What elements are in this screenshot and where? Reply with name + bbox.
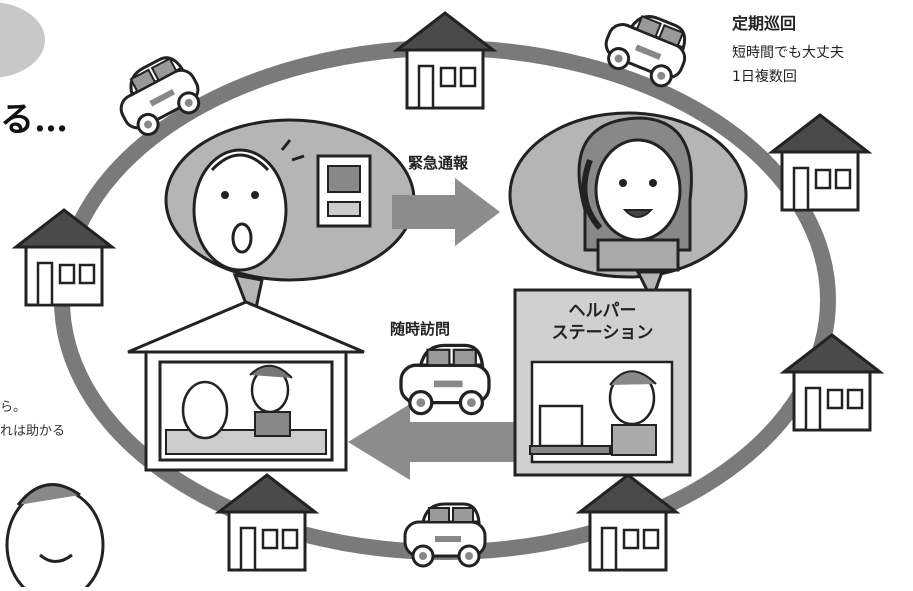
- visit-car-icon: [399, 343, 491, 416]
- operator-face-icon: [577, 116, 693, 272]
- car-icon: [106, 47, 210, 144]
- emergency-call-arrow: [392, 178, 500, 246]
- speech-blob-fragment: [0, 2, 45, 78]
- station-label-line-1: ヘルパー: [568, 301, 637, 321]
- on-demand-visit-arrow: [348, 404, 518, 480]
- house-icon: [782, 333, 882, 432]
- house-icon: [217, 473, 317, 572]
- house-icon: [578, 473, 678, 572]
- elder-face-fragment: [5, 483, 105, 591]
- house-icon: [770, 113, 870, 212]
- station-label: ヘルパー ステーション: [515, 300, 690, 344]
- side-text-1: ら。: [0, 400, 27, 415]
- patient-home-panel: [127, 300, 365, 472]
- helper-station-panel: [513, 288, 692, 477]
- car-icon: [403, 502, 487, 568]
- patrol-ring: [54, 40, 836, 560]
- legend-title: 定期巡回: [732, 14, 797, 33]
- legend-line-1: 短時間でも大丈夫: [732, 45, 844, 61]
- house-icon: [14, 208, 114, 307]
- legend-line-2: 1日複数回: [732, 69, 797, 85]
- intercom-icon: [316, 154, 372, 228]
- station-label-line-2: ステーション: [551, 323, 654, 343]
- heading-fragment: る…: [0, 100, 68, 140]
- house-icon: [395, 11, 495, 110]
- emergency-call-label: 緊急通報: [408, 154, 469, 172]
- side-text-2: れは助かる: [0, 424, 66, 439]
- on-demand-visit-label: 随時訪問: [390, 320, 451, 338]
- senior-face-icon: [192, 139, 305, 272]
